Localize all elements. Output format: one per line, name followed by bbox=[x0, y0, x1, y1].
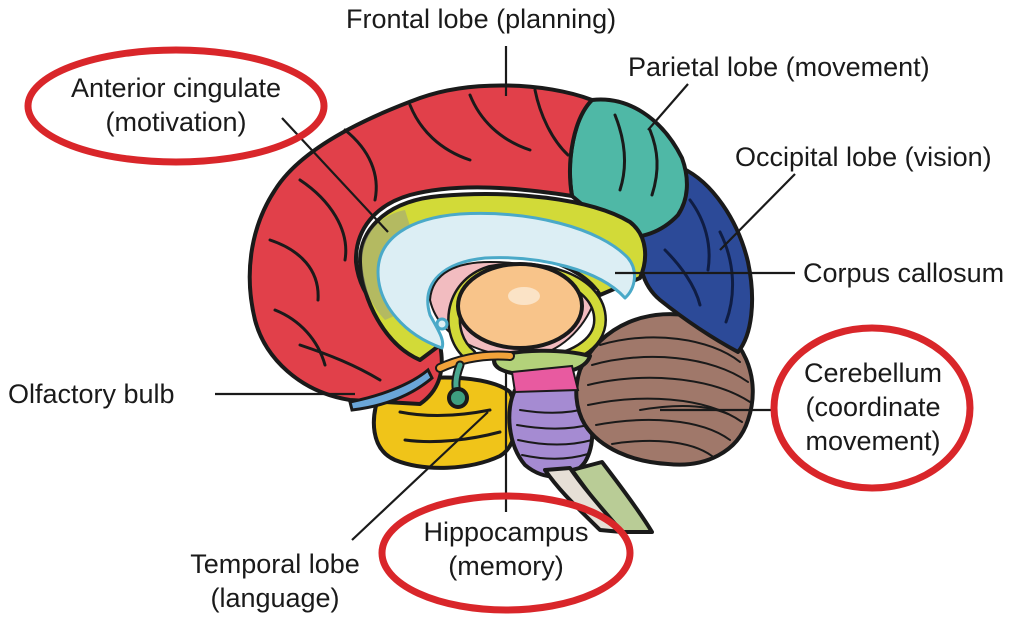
anterior-cingulate-label-line1: Anterior cingulate bbox=[46, 71, 306, 105]
parietal-leader-line bbox=[648, 84, 688, 130]
occipital-lobe-label: Occipital lobe (vision) bbox=[735, 140, 992, 174]
thalamus-highlight bbox=[508, 287, 540, 305]
cerebellum-label-line3: movement) bbox=[788, 424, 958, 458]
septal-node bbox=[437, 319, 447, 329]
thalamus-region bbox=[458, 264, 582, 348]
frontal-lobe-label: Frontal lobe (planning) bbox=[346, 2, 616, 36]
cerebellum-label-line1: Cerebellum bbox=[788, 356, 958, 390]
parietal-lobe-label: Parietal lobe (movement) bbox=[628, 50, 930, 84]
hippocampus-label: Hippocampus (memory) bbox=[396, 515, 616, 583]
anterior-cingulate-label: Anterior cingulate (motivation) bbox=[46, 71, 306, 139]
olfactory-bulb-label: Olfactory bulb bbox=[8, 377, 175, 411]
cerebellum-label-line2: (coordinate bbox=[788, 390, 958, 424]
hippocampus-label-line2: (memory) bbox=[396, 549, 616, 583]
occipital-leader-line bbox=[720, 174, 795, 250]
temporal-lobe-label: Temporal lobe (language) bbox=[170, 547, 380, 615]
hippocampus-label-line1: Hippocampus bbox=[396, 515, 616, 549]
anterior-cingulate-label-line2: (motivation) bbox=[46, 105, 306, 139]
temporal-lobe-label-line1: Temporal lobe bbox=[170, 547, 380, 581]
corpus-callosum-label: Corpus callosum bbox=[803, 256, 1004, 290]
cerebellum-label: Cerebellum (coordinate movement) bbox=[788, 356, 958, 458]
amygdala-node bbox=[449, 389, 467, 407]
temporal-lobe-label-line2: (language) bbox=[170, 581, 380, 615]
